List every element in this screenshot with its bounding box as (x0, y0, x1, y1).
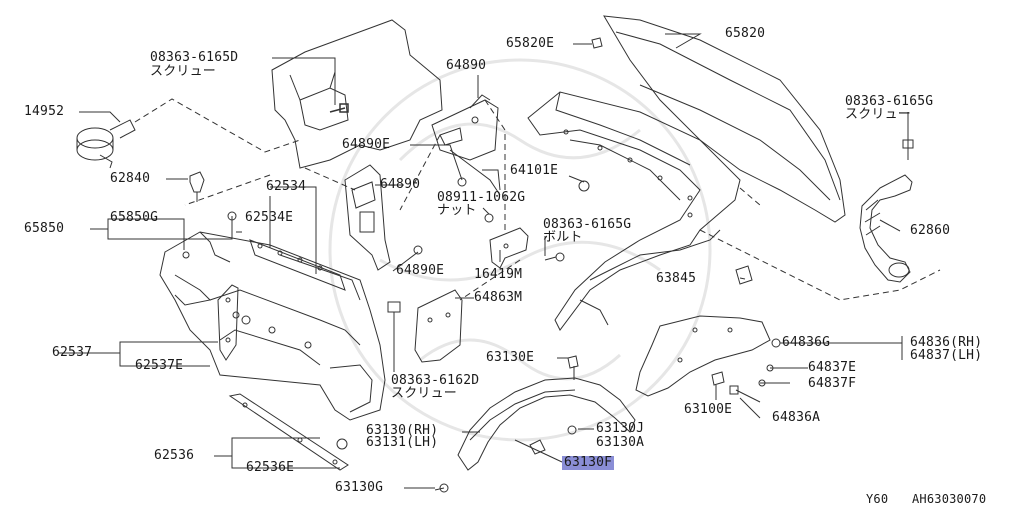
plate-64863M (414, 289, 463, 363)
label-63130A: 63130A (596, 435, 645, 450)
label-64890-top: 64890 (446, 58, 487, 73)
screw-62537E (241, 315, 251, 325)
label-62536: 62536 (154, 448, 195, 463)
watermark-emblem (328, 58, 712, 442)
label-65850: 65850 (24, 221, 65, 236)
label-08363-6165G-mid-sub: ボルト (543, 230, 583, 245)
bar-62536 (228, 393, 349, 471)
label-62534: 62534 (266, 179, 307, 194)
label-63130E: 63130E (486, 350, 535, 365)
clip-63130E (567, 355, 579, 380)
screw-08363-6165G-right (902, 128, 914, 160)
label-64837-LH: 64837(LH) (910, 348, 983, 363)
label-16419M: 16419M (474, 267, 523, 282)
screw-64836A (729, 385, 761, 403)
screw-08363-6165D (329, 103, 349, 113)
phantom-lines-64890 (399, 99, 506, 230)
label-64890E-lower: 64890E (396, 263, 445, 278)
phantom-lines-right (459, 187, 941, 301)
label-63100E: 63100E (684, 402, 733, 417)
label-14952: 14952 (24, 104, 65, 119)
clip-65820E (591, 37, 603, 49)
hood-65820 (603, 15, 846, 223)
label-08363-6162D: 08363-6162D (391, 373, 480, 388)
footer-code: AH63030070 (912, 492, 987, 506)
clip-64101E (578, 180, 590, 192)
label-63130F-highlighted[interactable]: 63130F (562, 455, 615, 470)
shield-64836 (635, 315, 771, 397)
label-64836A: 64836A (772, 410, 821, 425)
bolt-62840 (189, 171, 205, 202)
rear-panel-part (271, 19, 443, 169)
label-62537E: 62537E (135, 358, 184, 373)
label-63130G: 63130G (335, 480, 384, 495)
label-08363-6165G-mid: 08363-6165G (543, 217, 632, 232)
clip-63845 (735, 265, 753, 285)
clip-63100E (711, 371, 725, 386)
footer-model: Y60 (866, 492, 889, 506)
label-63130J: 63130J (596, 421, 645, 436)
bolt-08363-6165G-mid (544, 252, 565, 262)
screw-08363-6162D (387, 301, 401, 365)
label-64863M: 64863M (474, 290, 523, 305)
label-63130-RH: 63130(RH) (366, 423, 439, 438)
clip-64890E-upper (457, 177, 467, 187)
label-08911-1062G: 08911-1062G (437, 190, 526, 205)
protector-63130 (457, 377, 636, 471)
label-62536E: 62536E (246, 460, 295, 475)
bracket-64890-upper (431, 94, 501, 196)
label-63131-LH: 63131(LH) (366, 435, 439, 450)
label-64101E: 64101E (510, 163, 559, 178)
label-64890E-upper: 64890E (342, 137, 391, 152)
leader-lines (58, 33, 909, 489)
label-08363-6162D-sub: スクリュー (391, 386, 458, 401)
label-63845: 63845 (656, 271, 697, 286)
label-62860: 62860 (910, 223, 951, 238)
bracket-16419M (489, 227, 529, 269)
label-08363-6165G-right: 08363-6165G (845, 94, 934, 109)
label-64836G: 64836G (782, 335, 831, 350)
label-65820: 65820 (725, 26, 766, 41)
duct-62860 (859, 174, 913, 283)
label-64837F: 64837F (808, 376, 857, 391)
seal-62534 (249, 239, 346, 291)
clip-63130J (567, 425, 577, 435)
clip-63130G (434, 483, 449, 493)
label-62840: 62840 (110, 171, 151, 186)
label-65850G: 65850G (110, 210, 159, 225)
label-62534E: 62534E (245, 210, 294, 225)
stay-62537 (217, 284, 239, 361)
label-08363-6165G-right-sub: スクリュー (845, 107, 912, 122)
clip-62536E (336, 438, 348, 450)
label-62537: 62537 (52, 345, 93, 360)
label-64837E: 64837E (808, 360, 857, 375)
label-64890-mid: 64890 (380, 177, 421, 192)
label-64836-RH: 64836(RH) (910, 335, 983, 350)
label-08911-1062G-sub: ナット (437, 203, 477, 218)
phantom-lines-upper (134, 98, 356, 206)
clip-64836G (771, 338, 781, 348)
cowl-panel (527, 91, 741, 331)
bracket-64890-mid (344, 164, 391, 271)
nut-08911 (484, 213, 494, 223)
label-08363-6165D: 08363-6165D (150, 50, 239, 65)
label-08363-6165D-sub: スクリュー (150, 64, 217, 79)
clip-64890E-lower (413, 245, 423, 255)
front-panel-65850 (159, 231, 386, 421)
clip-14952-part (76, 119, 136, 169)
label-65820E: 65820E (506, 36, 555, 51)
